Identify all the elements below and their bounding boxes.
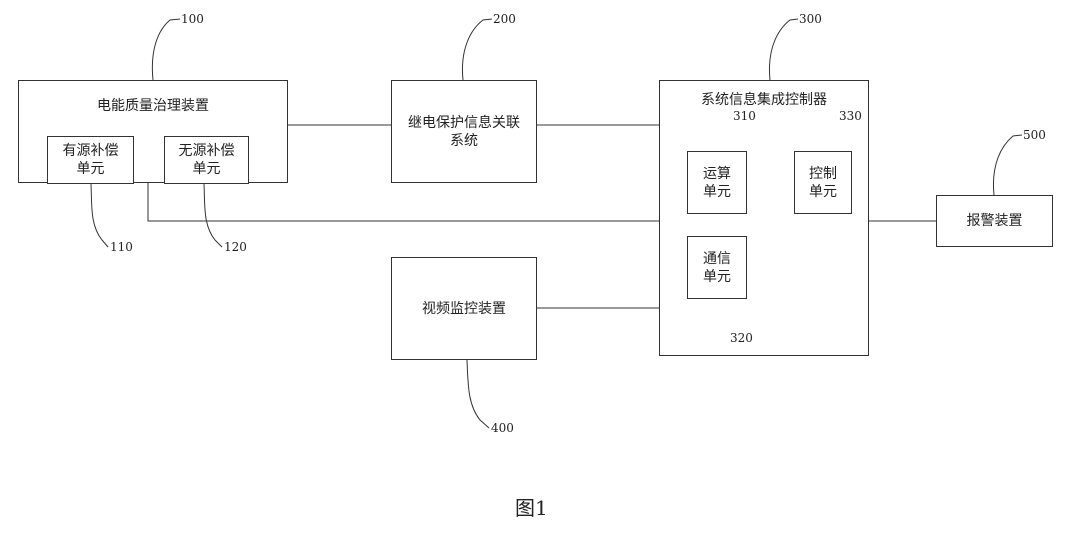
leader-110 [90, 183, 109, 248]
leader-200 [461, 18, 493, 81]
control-unit-line2: 单元 [809, 183, 837, 200]
active-comp-line1: 有源补偿 [62, 143, 119, 159]
figure-caption: 图1 [515, 496, 548, 520]
comm-unit-line2: 单元 [703, 268, 731, 285]
controller-title: 系统信息集成控制器 [701, 92, 827, 108]
power-quality-title: 电能质量治理装置 [97, 98, 209, 114]
leader-500 [992, 134, 1023, 196]
active-comp-label: 有源补偿 单元 [48, 142, 133, 178]
leader-400 [466, 359, 490, 429]
control-unit-box: 控制 单元 [794, 151, 852, 214]
compute-unit-label: 运算 单元 [688, 165, 746, 201]
compute-unit-line1: 运算 [703, 165, 731, 182]
ref-110: 110 [110, 240, 133, 254]
passive-comp-label: 无源补偿 单元 [165, 142, 248, 178]
active-comp-line2: 单元 [76, 161, 105, 177]
relay-system-label: 继电保护信息关联 系统 [392, 114, 536, 150]
leader-300 [768, 18, 799, 81]
ref-330: 330 [839, 109, 862, 123]
leader-120 [203, 183, 223, 248]
comm-unit-box: 通信 单元 [687, 236, 747, 299]
video-monitor-title: 视频监控装置 [422, 300, 506, 317]
alarm-box: 报警装置 [936, 195, 1053, 247]
ref-320: 320 [730, 331, 753, 345]
relay-system-line2: 系统 [450, 132, 478, 149]
ref-100: 100 [181, 12, 204, 26]
controller-box: 系统信息集成控制器 [659, 80, 869, 356]
comm-unit-label: 通信 单元 [688, 250, 746, 286]
control-unit-label: 控制 单元 [795, 165, 851, 201]
passive-comp-line2: 单元 [192, 161, 221, 177]
comm-unit-line1: 通信 [703, 250, 731, 267]
link-100-300 [147, 182, 659, 222]
ref-500: 500 [1023, 128, 1046, 142]
ref-400: 400 [491, 421, 514, 435]
ref-120: 120 [224, 240, 247, 254]
ref-310: 310 [733, 109, 756, 123]
relay-system-line1: 继电保护信息关联 [408, 114, 520, 131]
compute-unit-box: 运算 单元 [687, 151, 747, 214]
passive-comp-line1: 无源补偿 [178, 143, 235, 159]
passive-comp-box: 无源补偿 单元 [164, 136, 249, 184]
relay-system-box: 继电保护信息关联 系统 [391, 80, 537, 183]
control-unit-line1: 控制 [809, 165, 837, 182]
leader-100 [151, 18, 181, 81]
alarm-title: 报警装置 [966, 213, 1023, 229]
active-comp-box: 有源补偿 单元 [47, 136, 134, 184]
ref-300: 300 [799, 12, 822, 26]
video-monitor-box: 视频监控装置 [391, 257, 537, 360]
ref-200: 200 [493, 12, 516, 26]
compute-unit-line2: 单元 [703, 183, 731, 200]
